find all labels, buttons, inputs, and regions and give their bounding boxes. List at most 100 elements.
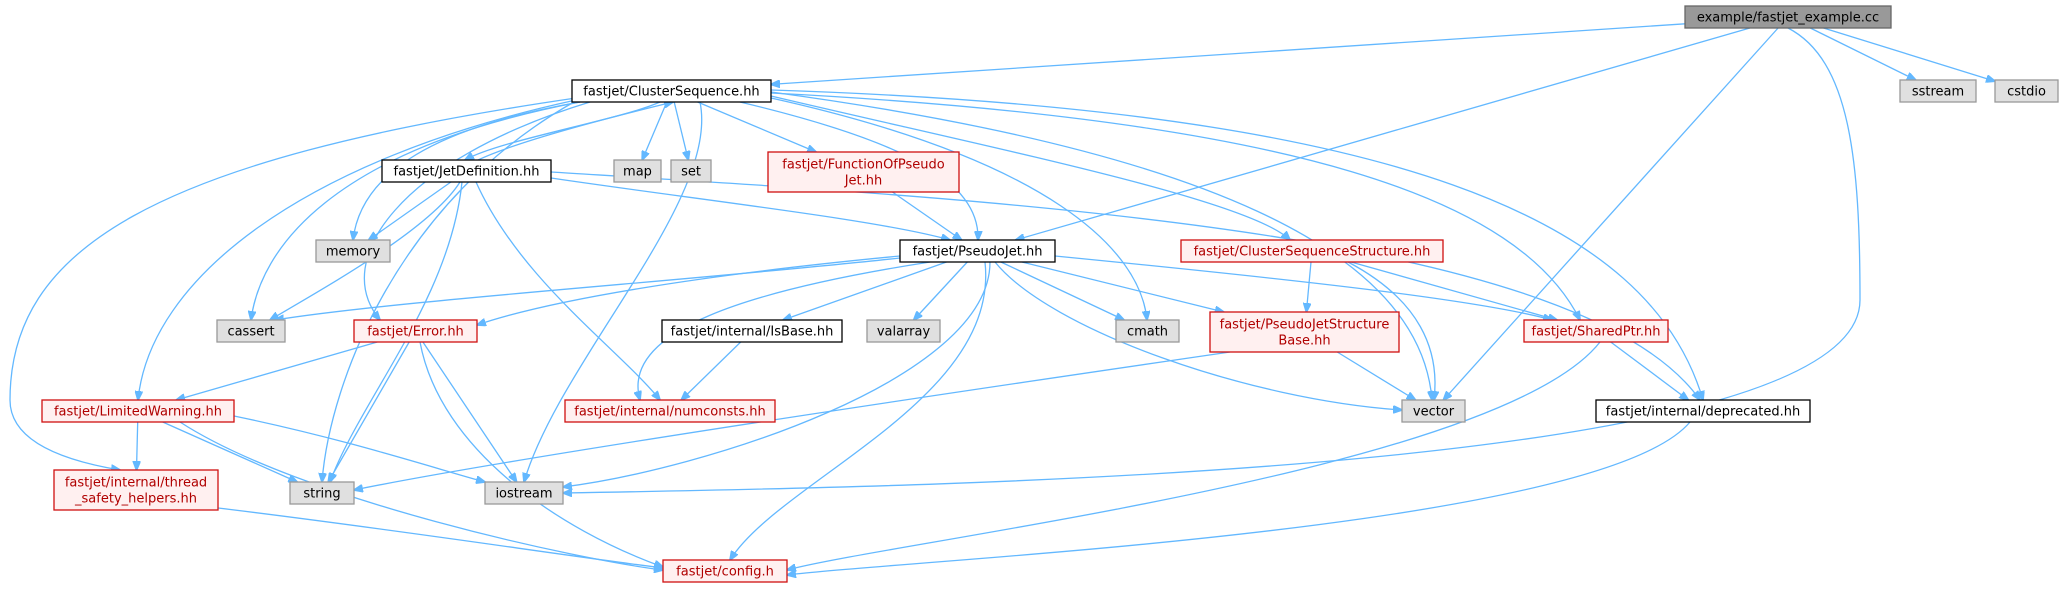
node-map: map [613,159,662,183]
edge-jetdefinition-to-clustersequence [477,102,673,161]
node-box [899,239,1056,263]
node-box [484,481,564,505]
edge-clustersequence-to-string [322,101,575,482]
node-cmath: cmath [1115,319,1180,343]
edge-clustersequence-to-map [642,101,668,160]
node-vector: vector [1401,399,1466,423]
edge-clusterseqstructure-to-sharedptr [1350,261,1557,320]
node-cassert: cassert [216,319,286,343]
node-clustersequence[interactable]: fastjet/ClusterSequence.hh [571,79,772,103]
node-label: fastjet/ClusterSequence.hh [583,85,759,100]
node-box [1209,311,1400,353]
edge-pseudojet-to-error [477,255,901,325]
edge-limitedwarning-to-string [162,421,298,482]
node-numconsts[interactable]: fastjet/internal/numconsts.hh [564,399,776,423]
node-box [662,559,788,583]
node-limitedwarning[interactable]: fastjet/LimitedWarning.hh [41,399,235,423]
node-label: vector [1413,405,1455,420]
edge-error-to-iostream [422,341,517,482]
node-box [1180,239,1444,263]
node-box [1899,79,1977,103]
node-box [216,319,286,343]
node-label: cassert [227,325,274,340]
edge-clustersequence-to-limitedwarning [138,99,577,400]
edge-pseudojet-to-cassert [275,257,901,320]
node-box [1523,319,1669,343]
edge-pseudojet-to-sharedptr [1054,255,1552,320]
node-label: fastjet/LimitedWarning.hh [54,405,222,420]
node-label: fastjet/JetDefinition.hh [394,165,540,180]
node-box [1595,399,1811,423]
node-label: fastjet/internal/deprecated.hh [1606,405,1800,420]
node-threadsafety[interactable]: fastjet/internal/thread_safety_helpers.h… [53,469,219,511]
node-sharedptr[interactable]: fastjet/SharedPtr.hh [1523,319,1669,343]
node-label: fastjet/ClusterSequenceStructure.hh [1194,245,1431,260]
node-label: fastjet/internal/numconsts.hh [574,405,766,420]
node-box [866,319,941,343]
node-set: set [670,159,712,183]
edge-jetdefinition-to-deprecated [550,171,1700,400]
edge-clusterseqstructure-to-pseudojetstructurebase [1306,261,1312,312]
edge-deprecated-to-config [787,421,1691,575]
node-box [661,319,843,343]
node-box [1401,399,1466,423]
node-box [571,79,772,103]
node-fastjet_example[interactable]: example/fastjet_example.cc [1684,5,1892,29]
edge-limitedwarning-to-config [179,421,663,570]
node-error[interactable]: fastjet/Error.hh [353,319,478,343]
node-label: Base.hh [1278,334,1330,349]
edge-clustersequence-to-error [363,101,591,320]
edge-clusterseqstructure-to-vector [1347,261,1435,400]
edge-pseudojet-to-iostream [563,261,991,487]
node-box [613,159,662,183]
node-label: cmath [1127,325,1168,340]
node-label: memory [326,245,381,260]
edge-jetdefinition-to-pseudojet [550,177,950,240]
edge-fastjet_example-to-clustersequence [771,23,1686,85]
node-label: sstream [1912,85,1964,100]
node-box [53,469,219,511]
node-label: iostream [495,487,552,502]
edge-clustersequence-to-jetdefinition [465,101,661,160]
node-deprecated[interactable]: fastjet/internal/deprecated.hh [1595,399,1811,423]
node-sstream: sstream [1899,79,1977,103]
edge-jetdefinition-to-string [330,181,463,482]
edge-isbase-to-numconsts [681,341,742,400]
node-label: fastjet/FunctionOfPseudo [782,158,944,173]
node-label: string [303,487,340,502]
edge-clustersequence-to-cassert [251,101,581,320]
edge-clustersequence-to-cmath [770,97,1147,320]
edge-error-to-limitedwarning [176,341,378,400]
node-jetdefinition[interactable]: fastjet/JetDefinition.hh [381,159,552,183]
edge-pseudojet-to-isbase [783,261,947,320]
node-label: map [623,165,652,180]
edge-clustersequence-to-set [673,101,688,160]
node-label: fastjet/internal/thread [65,476,207,491]
node-label: fastjet/PseudoJet.hh [913,245,1043,260]
edge-pseudojet-to-pseudojetstructurebase [1021,261,1224,312]
node-label: valarray [877,325,931,340]
edge-error-to-string [328,341,410,482]
node-iostream: iostream [484,481,564,505]
node-box [315,239,391,263]
edge-limitedwarning-to-threadsafety [137,421,138,470]
edge-fastjet_example-to-sstream [1810,27,1915,80]
edge-fastjet_example-to-pseudojet [1016,27,1751,240]
node-label: fastjet/Error.hh [367,325,464,340]
edge-pseudojetstructurebase-to-vector [1336,351,1415,400]
node-box [381,159,552,183]
edge-fastjet_example-to-iostream [563,27,1861,493]
edge-limitedwarning-to-iostream [233,415,485,482]
edge-pseudojetstructurebase-to-string [354,351,1231,490]
node-pseudojet[interactable]: fastjet/PseudoJet.hh [899,239,1056,263]
node-box [353,319,478,343]
node-clusterseqstructure[interactable]: fastjet/ClusterSequenceStructure.hh [1180,239,1444,263]
node-config[interactable]: fastjet/config.h [662,559,788,583]
node-label: fastjet/PseudoJetStructure [1220,318,1390,333]
node-label: cstdio [2007,85,2046,100]
edge-error-to-config [419,341,663,567]
edge-jetdefinition-to-numconsts [475,181,660,400]
node-isbase[interactable]: fastjet/internal/IsBase.hh [661,319,843,343]
